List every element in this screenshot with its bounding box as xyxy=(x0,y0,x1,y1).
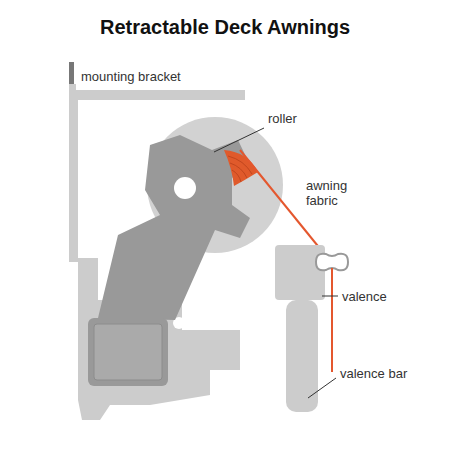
diagram-title: Retractable Deck Awnings xyxy=(100,16,350,39)
part-label: awning fabric xyxy=(306,178,368,208)
valence-clip xyxy=(316,254,348,271)
valence-bar-body xyxy=(286,300,318,412)
part-label: mounting bracket xyxy=(81,69,181,84)
part-label: valence bar xyxy=(340,366,407,381)
arm-block xyxy=(88,318,168,386)
leader-line xyxy=(214,128,264,152)
roller-axle-hole xyxy=(174,177,196,199)
leader-line xyxy=(322,296,338,297)
bracket-tab xyxy=(69,62,74,84)
valence-housing xyxy=(275,245,325,300)
roller-arm xyxy=(98,135,250,320)
part-label: valence xyxy=(342,289,387,304)
leader-line xyxy=(308,378,336,398)
rolled-fabric xyxy=(224,150,258,186)
part-label: roller xyxy=(268,111,297,126)
valence-fabric xyxy=(331,268,333,372)
arm-block-face xyxy=(94,324,162,380)
